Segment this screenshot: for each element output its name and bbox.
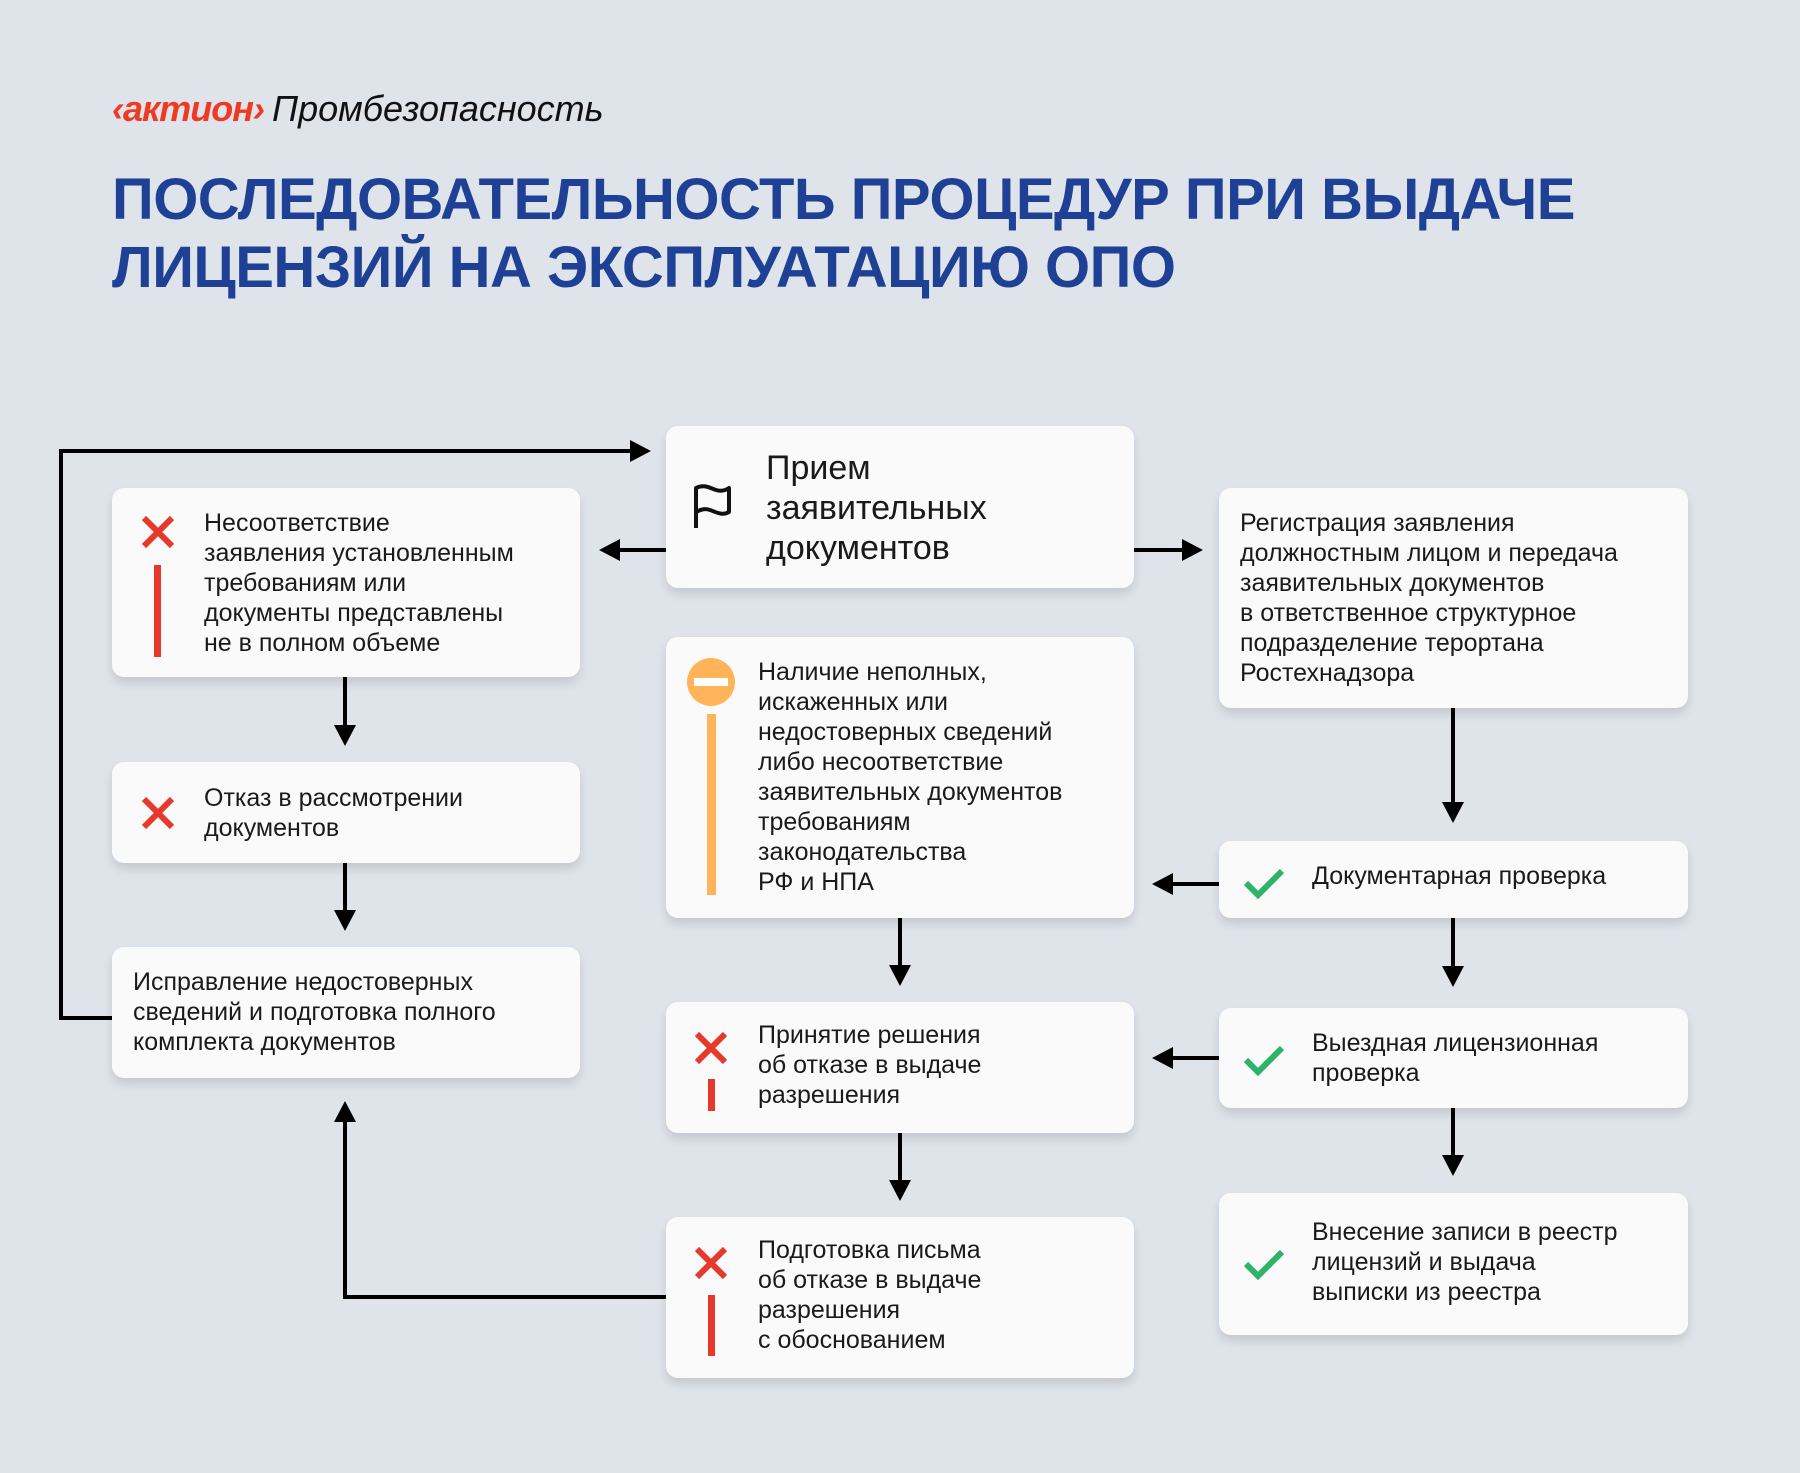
arrowhead	[599, 539, 620, 561]
step-text: Подготовка письма об отказе в выдаче раз…	[758, 1236, 982, 1354]
step-receive-documents: Прием заявительных документов	[666, 426, 1134, 588]
stop-icon	[687, 658, 735, 706]
arrow-correction-to-receive	[59, 449, 632, 1020]
step-registry-entry: Внесение записи в реестр лицензий и выда…	[1219, 1193, 1688, 1335]
step-incomplete-info: Наличие неполных, искаженных или недосто…	[666, 637, 1134, 918]
page-title: ПОСЛЕДОВАТЕЛЬНОСТЬ ПРОЦЕДУР ПРИ ВЫДАЧЕ Л…	[112, 167, 1575, 300]
step-refusal-letter: Подготовка письма об отказе в выдаче раз…	[666, 1217, 1134, 1378]
arrowhead	[1152, 1047, 1173, 1069]
step-text: Внесение записи в реестр лицензий и выда…	[1312, 1218, 1618, 1306]
step-refusal-decision: Принятие решения об отказе в выдаче разр…	[666, 1002, 1134, 1133]
step-text: Исправление недостоверных сведений и под…	[133, 968, 496, 1056]
logo-brand: ‹актион›	[112, 88, 265, 129]
check-icon	[1243, 1249, 1285, 1280]
arrowhead	[334, 1101, 356, 1122]
check-icon	[1243, 1045, 1285, 1076]
step-text: Выездная лицензионная проверка	[1312, 1029, 1599, 1087]
arrowhead	[1442, 802, 1464, 823]
cross-icon	[694, 1031, 728, 1065]
arrowhead	[334, 725, 356, 746]
logo: ‹актион›Промбезопасность	[112, 88, 604, 130]
step-text: Наличие неполных, искаженных или недосто…	[758, 658, 1063, 896]
step-text: Несоответствие заявления установленным т…	[204, 509, 514, 657]
step-text: Регистрация заявления должностным лицом …	[1240, 509, 1618, 687]
step-text: Отказ в рассмотрении документов	[204, 784, 463, 842]
cross-icon	[141, 515, 175, 549]
step-text: Документарная проверка	[1312, 862, 1607, 890]
cross-icon	[694, 1246, 728, 1280]
logo-product: Промбезопасность	[271, 88, 604, 129]
arrowhead	[889, 965, 911, 986]
warning-bar	[707, 714, 716, 895]
arrowhead	[1182, 539, 1203, 561]
step-field-check: Выездная лицензионная проверка	[1219, 1008, 1688, 1108]
arrowhead	[334, 910, 356, 931]
arrowhead	[1442, 966, 1464, 987]
reject-bar	[154, 565, 161, 657]
check-icon	[1243, 868, 1285, 899]
arrowhead	[1152, 873, 1173, 895]
flag-icon	[694, 484, 731, 528]
arrowhead	[1442, 1155, 1464, 1176]
step-document-check: Документарная проверка	[1219, 841, 1688, 918]
cross-icon	[141, 796, 175, 830]
step-mismatch: Несоответствие заявления установленным т…	[112, 488, 580, 677]
step-refuse-review: Отказ в рассмотрении документов	[112, 762, 580, 863]
arrowhead	[630, 440, 651, 462]
step-text: Прием заявительных документов	[766, 449, 987, 567]
reject-bar	[708, 1295, 715, 1356]
step-text: Принятие решения об отказе в выдаче разр…	[758, 1021, 982, 1109]
arrowhead	[889, 1180, 911, 1201]
arrow-letter-to-correction	[343, 1119, 666, 1299]
step-correction: Исправление недостоверных сведений и под…	[112, 947, 580, 1078]
reject-bar	[708, 1079, 715, 1111]
step-registration: Регистрация заявления должностным лицом …	[1219, 488, 1688, 708]
